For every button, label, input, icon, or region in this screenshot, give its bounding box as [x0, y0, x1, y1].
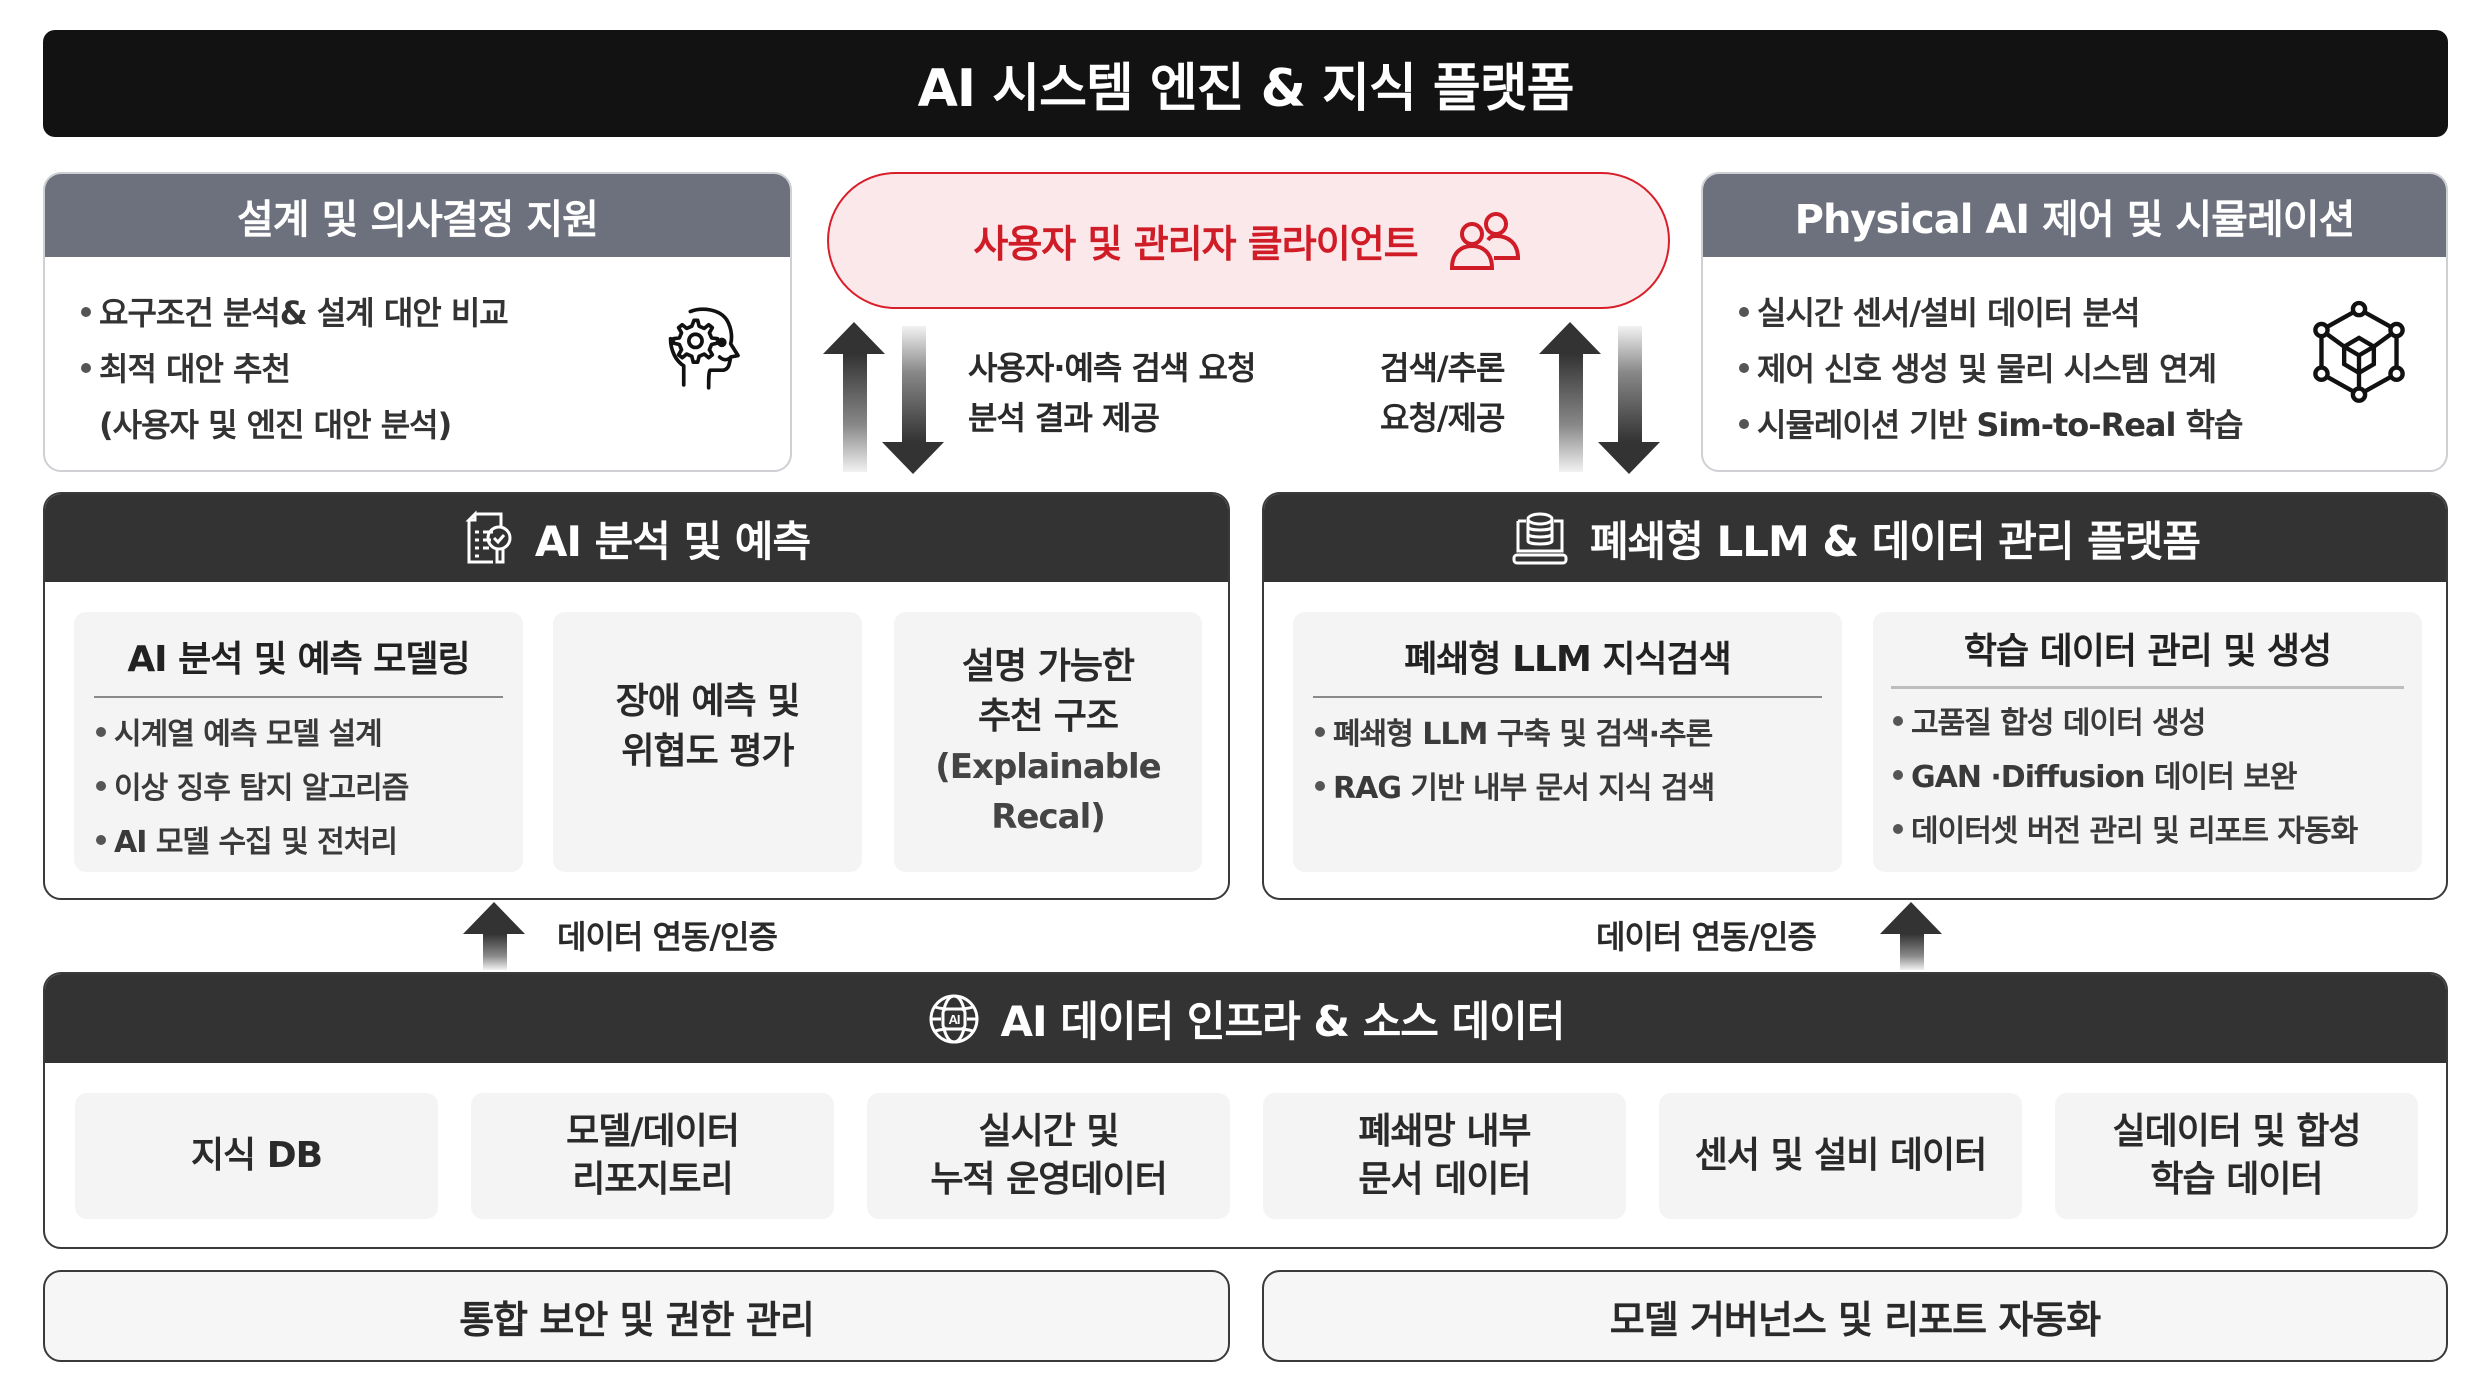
- failure-line: 장애 예측 및: [615, 681, 801, 722]
- explainable-line: Recal): [991, 797, 1106, 837]
- arrow-up-icon: [1880, 902, 1944, 970]
- security-label: 통합 보안 및 권한 관리: [459, 1297, 815, 1342]
- source-card-sensor-data: 센서 및 설비 데이터: [1659, 1093, 2022, 1219]
- users-icon: [1448, 210, 1524, 272]
- right-flow-labels: 검색/추론 요청/제공: [1380, 343, 1505, 443]
- llm-search-card: 폐쇄형 LLM 지식검색 폐쇄형 LLM 구축 및 검색·추론 RAG 기반 내…: [1293, 612, 1842, 872]
- training-data-item: GAN ·Diffusion 데이터 보완: [1893, 751, 2422, 805]
- explainable-line: 설명 가능한: [961, 646, 1135, 687]
- flow-label-result: 분석 결과 제공: [968, 399, 1160, 437]
- data-link-label-right: 데이터 연동/인증: [1596, 918, 1817, 956]
- arrow-up-icon: [823, 322, 887, 472]
- failure-prediction-card: 장애 예측 및 위협도 평가: [553, 612, 862, 872]
- explainable-line: 추천 구조: [977, 696, 1119, 737]
- llm-search-item: RAG 기반 내부 문서 지식 검색: [1315, 762, 1842, 816]
- explainable-card: 설명 가능한 추천 구조 (Explainable Recal): [894, 612, 1202, 872]
- design-support-item: 최적 대안 추천: [81, 341, 790, 397]
- physical-ai-title: Physical AI 제어 및 시뮬레이션: [1794, 196, 2356, 243]
- ai-analysis-title: AI 분석 및 예측: [534, 516, 811, 566]
- client-label: 사용자 및 관리자 클라이언트: [973, 222, 1418, 266]
- modeling-title: AI 분석 및 예측 모델링: [127, 639, 470, 680]
- data-link-label-left: 데이터 연동/인증: [557, 918, 778, 956]
- laptop-database-icon: [1510, 511, 1570, 565]
- arrow-down-icon: [882, 326, 946, 474]
- client-pill[interactable]: 사용자 및 관리자 클라이언트: [827, 172, 1670, 309]
- infra-header: AI AI 데이터 인프라 & 소스 데이터: [45, 974, 2446, 1063]
- physical-ai-header: Physical AI 제어 및 시뮬레이션: [1703, 174, 2446, 257]
- modeling-item: AI 모델 수집 및 전처리: [96, 816, 523, 870]
- modeling-item: 이상 징후 탐지 알고리즘: [96, 762, 523, 816]
- physical-ai-box: Physical AI 제어 및 시뮬레이션 실시간 센서/설비 데이터 분석 …: [1701, 172, 2448, 472]
- infra-panel: AI AI 데이터 인프라 & 소스 데이터: [43, 972, 2448, 1249]
- llm-search-title: 폐쇄형 LLM 지식검색: [1404, 639, 1732, 680]
- source-card-knowledge-db: 지식 DB: [75, 1093, 438, 1219]
- security-box: 통합 보안 및 권한 관리: [43, 1270, 1230, 1362]
- design-support-box: 설계 및 의사결정 지원 요구조건 분석& 설계 대안 비교 최적 대안 추천 …: [43, 172, 792, 472]
- head-gear-icon: [650, 291, 760, 401]
- governance-label: 모델 거버넌스 및 리포트 자동화: [1609, 1297, 2101, 1342]
- explainable-line: (Explainable: [935, 747, 1161, 787]
- training-data-item: 데이터셋 버전 관리 및 리포트 자동화: [1893, 805, 2422, 859]
- page-title: AI 시스템 엔진 & 지식 플랫폼: [917, 59, 1575, 119]
- flow-label-provide: 요청/제공: [1380, 399, 1505, 437]
- design-support-item: (사용자 및 엔진 대안 분석): [99, 406, 452, 444]
- llm-platform-panel: 폐쇄형 LLM & 데이터 관리 플랫폼 폐쇄형 LLM 지식검색 폐쇄형 LL…: [1262, 492, 2448, 900]
- training-data-item: 고품질 합성 데이터 생성: [1893, 697, 2422, 751]
- ai-analysis-header: AI 분석 및 예측: [45, 494, 1228, 582]
- flow-label-search: 검색/추론: [1380, 349, 1505, 387]
- design-support-title: 설계 및 의사결정 지원: [237, 196, 599, 243]
- llm-platform-header: 폐쇄형 LLM & 데이터 관리 플랫폼: [1264, 494, 2446, 582]
- failure-line: 위협도 평가: [621, 731, 794, 772]
- governance-box: 모델 거버넌스 및 리포트 자동화: [1262, 1270, 2448, 1362]
- llm-search-item: 폐쇄형 LLM 구축 및 검색·추론: [1315, 708, 1842, 762]
- flow-label-request: 사용자·예측 검색 요청: [968, 349, 1256, 387]
- modeling-item: 시계열 예측 모델 설계: [96, 708, 523, 762]
- cube-network-icon: [2311, 297, 2407, 405]
- modeling-card: AI 분석 및 예측 모델링 시계열 예측 모델 설계 이상 징후 탐지 알고리…: [74, 612, 523, 872]
- svg-text:AI: AI: [948, 1012, 959, 1027]
- physical-ai-item: 실시간 센서/설비 데이터 분석: [1739, 285, 2446, 341]
- ai-analysis-panel: AI 분석 및 예측 AI 분석 및 예측 모델링 시계열 예측 모델 설계 이…: [43, 492, 1230, 900]
- llm-platform-title: 폐쇄형 LLM & 데이터 관리 플랫폼: [1589, 516, 2201, 566]
- training-data-title: 학습 데이터 관리 및 생성: [1963, 631, 2332, 672]
- ai-globe-icon: AI: [927, 992, 981, 1046]
- design-support-item: 요구조건 분석& 설계 대안 비교: [81, 285, 790, 341]
- infra-title: AI 데이터 인프라 & 소스 데이터: [1000, 997, 1566, 1046]
- physical-ai-item: 시뮬레이션 기반 Sim-to-Real 학습: [1739, 397, 2446, 453]
- arrow-down-icon: [1598, 326, 1662, 474]
- arrow-up-icon: [463, 902, 527, 970]
- page-title-bar: AI 시스템 엔진 & 지식 플랫폼: [43, 30, 2448, 137]
- report-check-icon: [463, 510, 515, 566]
- training-data-card: 학습 데이터 관리 및 생성 고품질 합성 데이터 생성 GAN ·Diffus…: [1873, 612, 2422, 872]
- arrow-up-icon: [1539, 322, 1603, 472]
- physical-ai-item: 제어 신호 생성 및 물리 시스템 연계: [1739, 341, 2446, 397]
- left-flow-labels: 사용자·예측 검색 요청 분석 결과 제공: [968, 343, 1256, 443]
- design-support-header: 설계 및 의사결정 지원: [45, 174, 790, 257]
